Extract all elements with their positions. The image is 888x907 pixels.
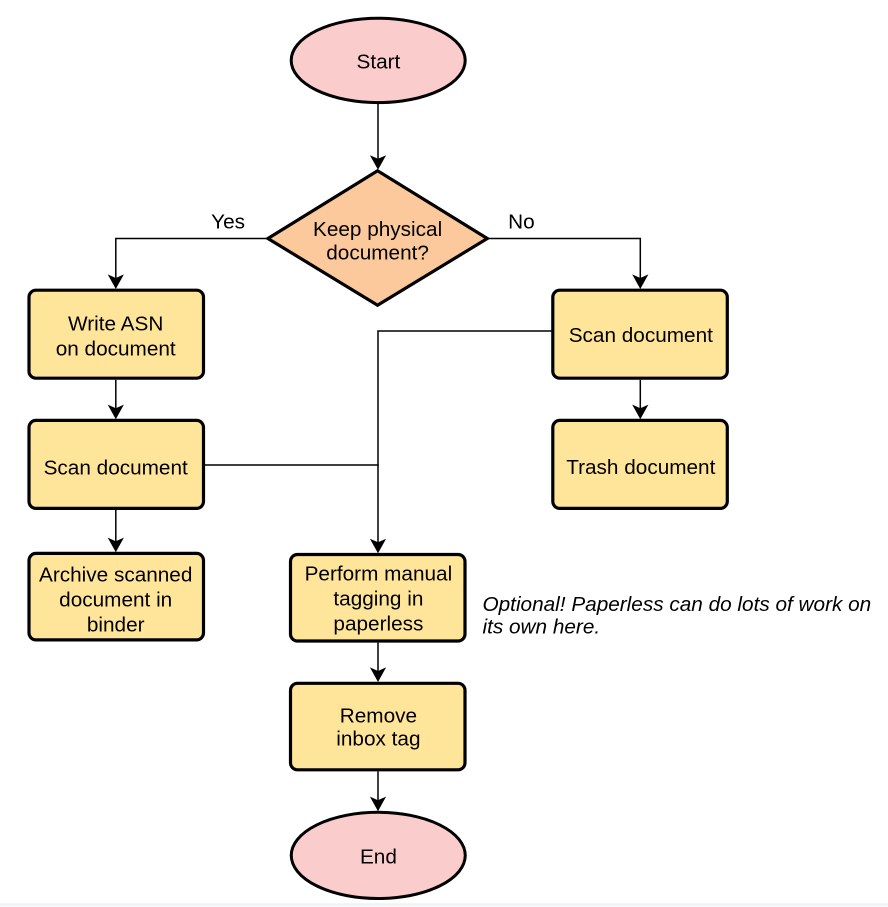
- svg-text:Start: Start: [356, 50, 400, 73]
- svg-text:its own here.: its own here.: [483, 616, 601, 639]
- svg-text:Scan document: Scan document: [44, 456, 188, 479]
- svg-text:document in: document in: [59, 588, 172, 611]
- svg-text:Optional! Paperless can do lot: Optional! Paperless can do lots of work …: [483, 593, 872, 616]
- svg-text:inbox tag: inbox tag: [336, 728, 420, 751]
- svg-text:binder: binder: [87, 613, 145, 636]
- svg-text:on document: on document: [56, 338, 176, 361]
- svg-text:tagging in: tagging in: [333, 588, 423, 611]
- svg-text:Remove: Remove: [340, 704, 417, 727]
- svg-text:document?: document?: [326, 242, 429, 265]
- svg-text:No: No: [508, 210, 535, 233]
- svg-text:Keep physical: Keep physical: [313, 218, 442, 241]
- svg-text:End: End: [360, 845, 397, 868]
- svg-text:Scan document: Scan document: [569, 324, 713, 347]
- svg-text:Archive scanned: Archive scanned: [39, 563, 192, 586]
- svg-text:paperless: paperless: [333, 613, 423, 636]
- svg-text:Yes: Yes: [211, 210, 245, 233]
- svg-text:Trash document: Trash document: [566, 456, 715, 479]
- svg-text:Write ASN: Write ASN: [68, 312, 163, 335]
- svg-text:Perform manual: Perform manual: [305, 563, 453, 586]
